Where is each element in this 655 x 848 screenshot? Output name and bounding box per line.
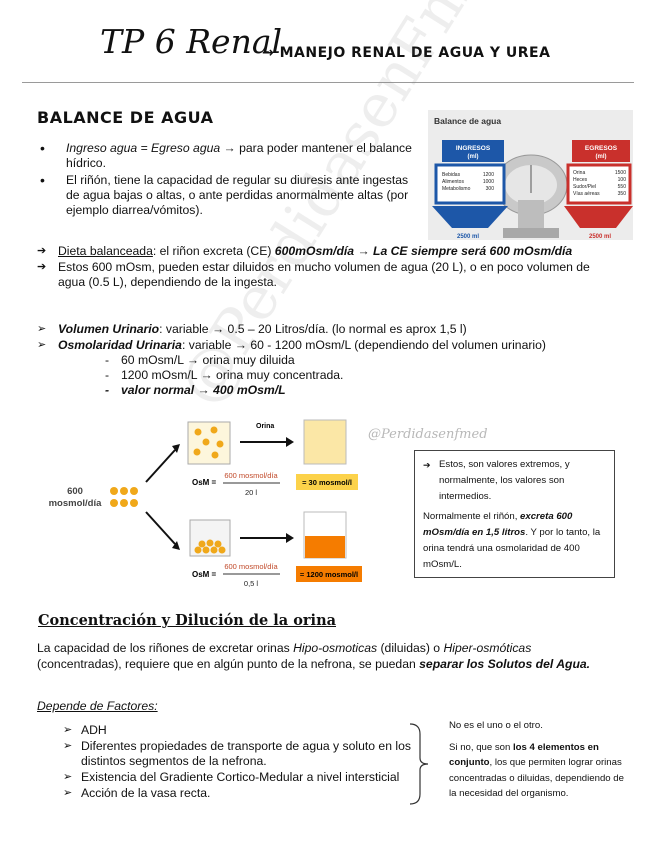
svg-text:300: 300 <box>486 186 495 192</box>
svg-text:Sudor/Piel: Sudor/Piel <box>573 184 596 190</box>
concentration-paragraph: La capacidad de los riñones de excretar … <box>37 641 591 671</box>
urine-list: Volumen Urinario: variable → 0.5 – 20 Li… <box>37 322 627 399</box>
svg-text:= 1200 mosmol/l: = 1200 mosmol/l <box>300 570 358 579</box>
svg-text:1500: 1500 <box>615 170 626 176</box>
svg-text:(ml): (ml) <box>468 154 479 160</box>
author-handle: @Perdidasenfmed <box>368 427 488 442</box>
svg-text:OsM =: OsM = <box>192 570 217 579</box>
section-heading-balance: BALANCE DE AGUA <box>37 108 214 127</box>
svg-text:550: 550 <box>618 184 627 190</box>
list-item: Estos 600 mOsm, pueden estar diluidos en… <box>37 260 617 290</box>
title-divider <box>22 82 634 83</box>
balance-arrow-list: Dieta balanceada: el riñon excreta (CE) … <box>37 244 617 291</box>
list-item: El riñón, tiene la capacidad de regular … <box>40 173 425 218</box>
source-label-2: mosmol/día <box>49 498 103 509</box>
note-line-2: Normalmente el riñón, excreta 600 mOsm/d… <box>423 511 601 570</box>
egresos-rows: Orina 1500 Heces 100 Sudor/Piel 550 Vías aé… <box>573 170 626 197</box>
section-heading-concentration: Concentración y Dilución de la orina <box>38 612 337 629</box>
source-label-1: 600 <box>67 486 83 497</box>
svg-text:0,5 l: 0,5 l <box>244 579 259 588</box>
list-item: Diferentes propiedades de transporte de … <box>63 739 413 769</box>
list-item: 60 mOsm/L → orina muy diluida <box>105 353 627 368</box>
list-item: Osmolaridad Urinaria: variable → 60 - 12… <box>37 338 627 398</box>
svg-text:Vías aéreas: Vías aéreas <box>573 191 600 197</box>
water-balance-image: Balance de agua INGRESOS (ml) Bebidas 120… <box>428 110 633 240</box>
brace <box>409 723 429 805</box>
svg-text:2500 ml: 2500 ml <box>589 234 611 240</box>
osm-sublist: 60 mOsm/L → orina muy diluida 1200 mOsm/… <box>105 353 627 398</box>
list-item: Dieta balanceada: el riñon excreta (CE) … <box>37 244 617 259</box>
page-title: TP 6 Renal <box>100 22 283 61</box>
svg-text:OsM =: OsM = <box>192 478 217 487</box>
svg-text:Bebidas: Bebidas <box>442 172 461 178</box>
image-title: Balance de agua <box>434 116 501 126</box>
balance-bullets: Ingreso agua = Egreso agua → para poder … <box>40 141 425 220</box>
svg-text:2500 ml: 2500 ml <box>457 234 479 240</box>
svg-text:Heces: Heces <box>573 177 588 183</box>
list-item: 1200 mOsm/L → orina muy concentrada. <box>105 368 627 383</box>
list-item: ADH <box>63 723 413 738</box>
side-note: No es el uno o el otro. Si no, que son l… <box>449 720 624 799</box>
note-line-1: Estos, son valores extremos, y normalmen… <box>423 457 606 505</box>
svg-text:1200: 1200 <box>483 172 494 178</box>
svg-text:= 30 mosmol/l: = 30 mosmol/l <box>302 478 352 487</box>
ingresos-header-box <box>442 140 504 162</box>
svg-text:600 mosmol/día: 600 mosmol/día <box>224 471 278 480</box>
factors-heading: Depende de Factores: <box>37 699 158 713</box>
svg-text:Orina: Orina <box>573 170 585 176</box>
list-item: Ingreso agua = Egreso agua → para poder … <box>40 141 425 171</box>
osmolarity-diagram: 600 mosmol/día Orina OsM = 600 mosmol/dí… <box>20 412 410 592</box>
solute-dots <box>110 487 138 507</box>
page-subtitle: → MANEJO RENAL DE AGUA Y UREA <box>262 45 551 61</box>
list-item: Existencia del Gradiente Cortico-Medular… <box>63 770 413 785</box>
list-item: valor normal → 400 mOsm/L <box>105 383 627 398</box>
factors-list: ADH Diferentes propiedades de transporte… <box>63 723 413 802</box>
svg-text:(ml): (ml) <box>596 154 607 160</box>
svg-text:Alimentos: Alimentos <box>442 179 464 185</box>
svg-text:1000: 1000 <box>483 179 494 185</box>
svg-text:600 mosmol/día: 600 mosmol/día <box>224 562 278 571</box>
svg-text:350: 350 <box>618 191 627 197</box>
svg-text:20 l: 20 l <box>245 488 257 497</box>
svg-text:100: 100 <box>618 177 627 183</box>
svg-text:INGRESOS: INGRESOS <box>456 145 491 152</box>
ingresos-rows: Bebidas 1200 Alimentos 1000 Metabolismo 300 <box>442 172 494 192</box>
list-item: Volumen Urinario: variable → 0.5 – 20 Li… <box>37 322 627 337</box>
svg-text:Metabolismo: Metabolismo <box>442 186 471 192</box>
list-item: Acción de la vasa recta. <box>63 786 413 801</box>
svg-text:EGRESOS: EGRESOS <box>585 145 618 152</box>
note-box: Estos, son valores extremos, y normalmen… <box>414 450 615 578</box>
svg-text:Orina: Orina <box>256 423 274 430</box>
